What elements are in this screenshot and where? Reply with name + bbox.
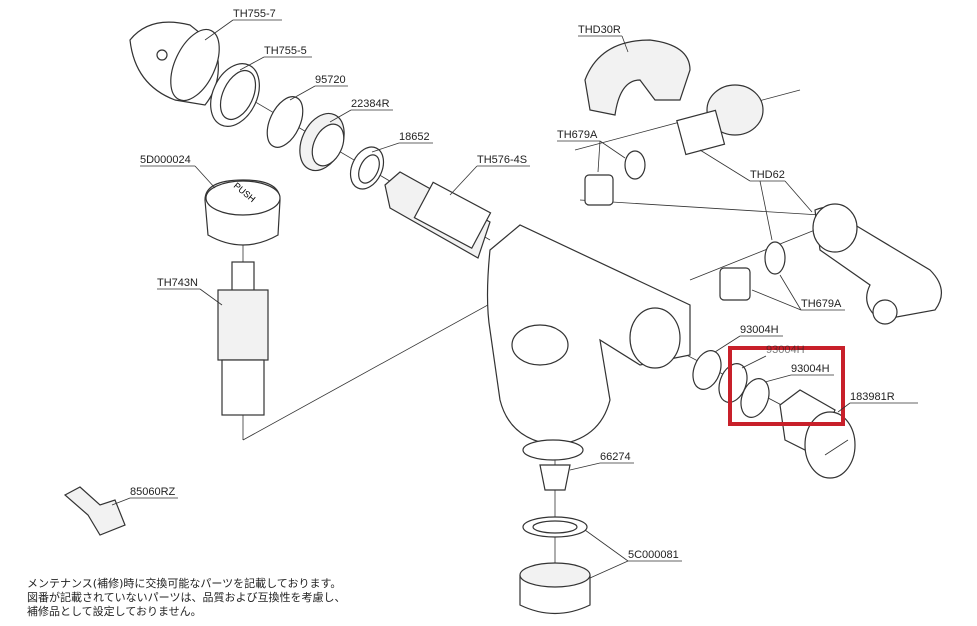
note-line: 補修品として設定しておりません。 (27, 605, 202, 618)
svg-text:93004H: 93004H (791, 363, 830, 375)
label-85060rz: 85060RZ (111, 486, 178, 506)
cap-5d000024: PUSH (204, 179, 281, 246)
label-th679a-lower: TH679A (751, 274, 845, 311)
o-ring-93004h-1 (692, 350, 722, 390)
label-th755-7: TH755-7 (204, 8, 282, 41)
note-line: メンテナンス(補修)時に交換可能なパーツを記載しております。 (27, 577, 342, 590)
label-93004h-2: 93004H (741, 344, 805, 369)
union-upper (676, 84, 764, 156)
svg-text:18652: 18652 (399, 131, 430, 143)
flow-regulator-66274 (522, 439, 584, 491)
svg-text:95720: 95720 (315, 74, 346, 86)
svg-text:TH755-5: TH755-5 (264, 45, 307, 57)
label-thd30r: THD30R (578, 24, 629, 53)
ring-th755-5 (210, 63, 260, 127)
maintenance-note: メンテナンス(補修)時に交換可能なパーツを記載しております。 図番が記載されてい… (27, 577, 345, 619)
lever-cover-thd30r (584, 39, 691, 116)
svg-text:22384R: 22384R (351, 98, 390, 110)
aerator-5c000081 (519, 516, 591, 614)
svg-text:THD62: THD62 (750, 169, 785, 181)
svg-text:TH679A: TH679A (557, 129, 598, 141)
svg-text:TH679A: TH679A (801, 298, 842, 310)
svg-text:TH576-4S: TH576-4S (477, 154, 527, 166)
svg-text:5C000081: 5C000081 (628, 549, 679, 561)
svg-text:93004H: 93004H (740, 324, 779, 336)
label-th743n: TH743N (157, 277, 223, 306)
ring-95720 (266, 96, 304, 148)
plug-183981r (779, 389, 856, 479)
label-5d000024: 5D000024 (140, 154, 216, 189)
cartridge-th743n (217, 261, 269, 416)
faucet-body (486, 224, 691, 446)
highlight-box (728, 346, 845, 426)
label-thd62: THD62 (699, 149, 813, 241)
part-labels: TH755-7 TH755-5 95720 22384R 18652 TH576… (111, 8, 918, 579)
note-line: 図番が記載されていないパーツは、品質および互換性を考慮し、 (27, 591, 346, 604)
svg-text:85060RZ: 85060RZ (130, 486, 176, 498)
label-95720: 95720 (289, 74, 348, 101)
lever-arm-thd62 (764, 203, 942, 325)
svg-text:5D000024: 5D000024 (140, 154, 191, 166)
label-18652: 18652 (371, 131, 433, 153)
ring-18652 (349, 146, 385, 190)
svg-text:TH755-7: TH755-7 (233, 8, 276, 20)
label-th679a-upper: TH679A (557, 129, 626, 173)
nut-22384r (299, 112, 345, 172)
valve-th679a-upper (584, 150, 646, 206)
label-5c000081: 5C000081 (584, 529, 682, 579)
label-th755-5: TH755-5 (239, 45, 312, 71)
label-th576-4s: TH576-4S (449, 154, 530, 196)
label-66274: 66274 (569, 451, 634, 471)
o-ring-93004h-3 (740, 378, 770, 418)
svg-text:TH743N: TH743N (157, 277, 198, 289)
label-93004h-3: 93004H (764, 363, 834, 383)
label-22384r: 22384R (329, 98, 393, 123)
svg-text:183981R: 183981R (850, 391, 895, 403)
cartridge-th576-4s (384, 171, 492, 259)
label-93004h-1: 93004H (714, 324, 783, 353)
label-183981r: 183981R (837, 391, 918, 413)
valve-th679a-lower (719, 267, 751, 301)
svg-text:66274: 66274 (600, 451, 631, 463)
key-85060rz (63, 486, 126, 536)
handle-th755-7 (129, 21, 220, 106)
svg-text:93004H: 93004H (766, 344, 805, 356)
svg-text:THD30R: THD30R (578, 24, 621, 36)
